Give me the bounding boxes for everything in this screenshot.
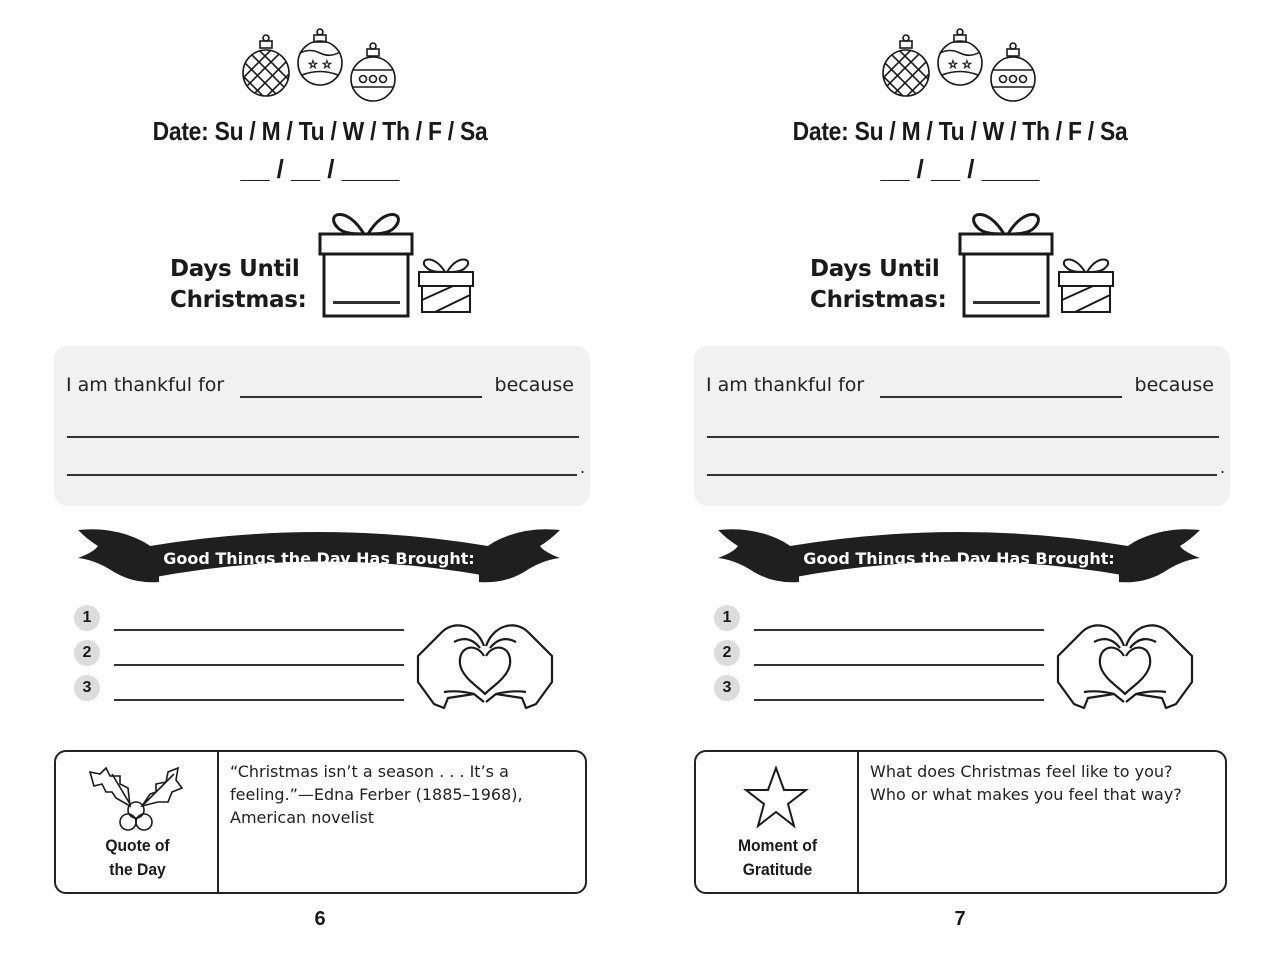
good-thing-field-1[interactable]	[754, 629, 1044, 631]
prompt-box: Quote of the Day “Christmas isn’t a seas…	[54, 750, 587, 894]
prompt-label-line1: Moment of	[737, 836, 818, 855]
days-until-line2: Christmas:	[170, 287, 307, 313]
svg-text:☆: ☆	[962, 58, 972, 71]
number-badge: 3	[714, 675, 740, 701]
thankful-because: because	[1134, 374, 1214, 396]
days-until-line2: Christmas:	[810, 287, 947, 313]
thankful-section: I am thankful for because .	[694, 346, 1230, 506]
prompt-box: Moment of Gratitude What does Christmas …	[694, 750, 1227, 894]
banner-title: Good Things the Day Has Brought:	[163, 549, 475, 568]
heart-hands-icon	[416, 624, 554, 710]
gift-box-icon	[958, 213, 1054, 318]
svg-text:☆: ☆	[322, 58, 332, 71]
prompt-text: “Christmas isn’t a season . . . It’s a f…	[230, 762, 523, 827]
prompt-label-line2: Gratitude	[742, 860, 813, 879]
page-number: 6	[314, 908, 326, 930]
days-until-christmas-label: Days Until Christmas:	[810, 254, 947, 316]
page-left: ☆ ☆ Date: Su / M / Tu / W / Th / F / Sa …	[54, 28, 590, 930]
thankful-because: because	[494, 374, 574, 396]
number-badge: 1	[74, 605, 100, 631]
prompt-label: Quote of the Day	[63, 834, 213, 882]
because-line-1[interactable]	[67, 436, 579, 438]
good-thing-field-3[interactable]	[754, 699, 1044, 701]
ornaments-icon: ☆ ☆	[242, 28, 396, 102]
number-badge: 3	[74, 675, 100, 701]
svg-text:☆: ☆	[948, 58, 958, 71]
prompt-label-line1: Quote of	[105, 836, 170, 855]
because-line-2[interactable]	[67, 474, 577, 476]
svg-text:☆: ☆	[308, 58, 318, 71]
thankful-prefix: I am thankful for	[706, 374, 865, 396]
number-badge: 1	[714, 605, 740, 631]
days-count-field[interactable]	[973, 301, 1040, 304]
banner-title: Good Things the Day Has Brought:	[803, 549, 1115, 568]
small-gift-icon	[418, 258, 474, 313]
number-badge: 2	[714, 640, 740, 666]
date-blanks[interactable]: __ / __ / ____	[240, 154, 400, 184]
star-icon	[743, 765, 809, 829]
page-number: 7	[954, 908, 966, 930]
end-period: .	[580, 458, 586, 477]
ornaments-icon: ☆ ☆	[882, 28, 1036, 102]
prompt-label-cell: Quote of the Day	[56, 752, 219, 892]
good-thing-field-2[interactable]	[114, 664, 404, 666]
because-line-2[interactable]	[707, 474, 1217, 476]
heart-hands-icon	[1056, 624, 1194, 710]
prompt-label: Moment of Gratitude	[703, 834, 853, 882]
because-line-1[interactable]	[707, 436, 1219, 438]
prompt-text: What does Christmas feel like to you? Wh…	[870, 762, 1182, 804]
thankful-for-field[interactable]	[240, 396, 482, 398]
good-thing-field-2[interactable]	[754, 664, 1044, 666]
days-until-christmas-label: Days Until Christmas:	[170, 254, 307, 316]
days-until-line1: Days Until	[170, 256, 300, 282]
holly-icon	[88, 766, 184, 831]
banner-ribbon: Good Things the Day Has Brought:	[718, 529, 1200, 583]
good-thing-field-3[interactable]	[114, 699, 404, 701]
gift-box-icon	[318, 213, 414, 318]
prompt-label-cell: Moment of Gratitude	[696, 752, 859, 892]
days-until-line1: Days Until	[810, 256, 940, 282]
good-thing-field-1[interactable]	[114, 629, 404, 631]
end-period: .	[1220, 458, 1226, 477]
banner-ribbon: Good Things the Day Has Brought:	[78, 529, 560, 583]
thankful-for-field[interactable]	[880, 396, 1122, 398]
date-weekday-selector: Date: Su / M / Tu / W / Th / F / Sa	[152, 116, 488, 146]
number-badge: 2	[74, 640, 100, 666]
date-weekday-selector: Date: Su / M / Tu / W / Th / F / Sa	[792, 116, 1128, 146]
page-right: ☆ ☆ Date: Su / M / Tu / W / Th / F / Sa …	[640, 0, 1280, 960]
small-gift-icon	[1058, 258, 1114, 313]
date-blanks[interactable]: __ / __ / ____	[880, 154, 1040, 184]
days-count-field[interactable]	[333, 301, 400, 304]
prompt-label-line2: the Day	[109, 860, 166, 879]
thankful-prefix: I am thankful for	[66, 374, 225, 396]
thankful-section: I am thankful for because .	[54, 346, 590, 506]
